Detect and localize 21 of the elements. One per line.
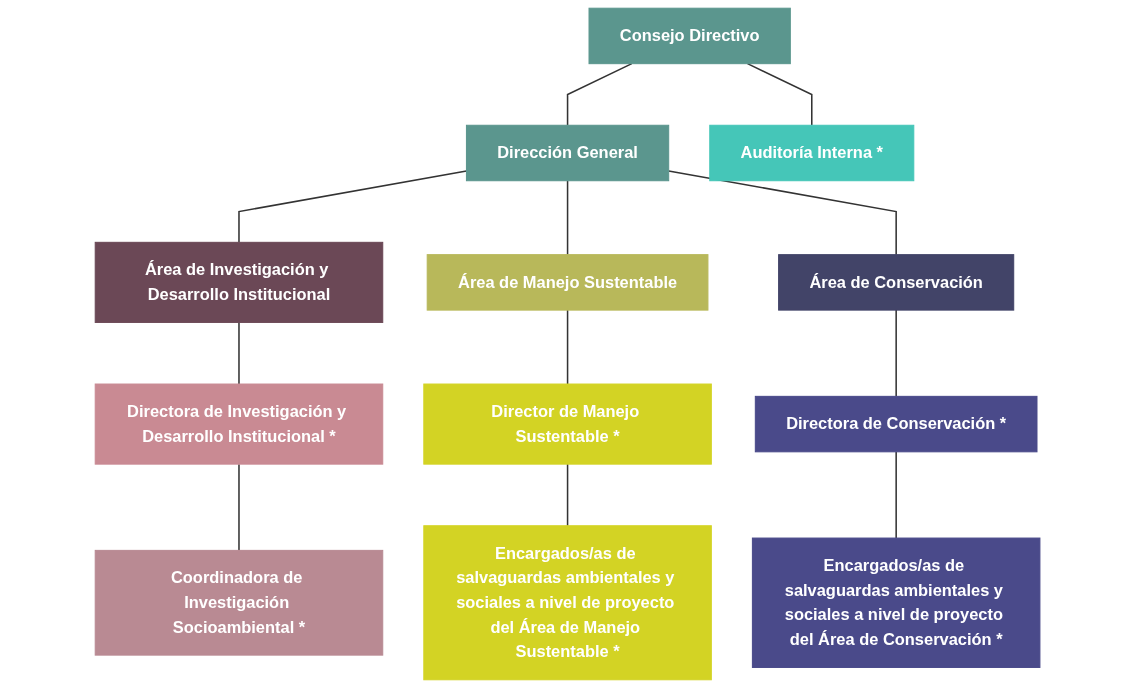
- node-box: Área de Conservación: [778, 254, 1015, 311]
- node-box: Encargados/as de salvaguardas ambientales y sociales a nivel de proyecto del Área de Manejo Sustentable *: [423, 525, 712, 681]
- connector: [566, 463, 569, 527]
- connector: [238, 321, 240, 385]
- node-box: Encargados/as de salvaguardas ambientales y sociales a nivel de proyecto del Área de Conservación *: [751, 537, 1041, 668]
- node-box: Área de Manejo Sustentable: [426, 254, 709, 311]
- node-box: Consejo Directivo: [588, 7, 791, 65]
- node-box: Área de Investigación y Desarrollo Institucional: [94, 241, 384, 323]
- connector: [566, 62, 633, 127]
- connector: [895, 309, 897, 398]
- node-box: Directora de Conservación *: [754, 395, 1038, 453]
- connector: [238, 463, 240, 552]
- node-box: Auditoría Interna *: [709, 124, 915, 182]
- node-box: Coordinadora de Investigación Socioambiental *: [94, 549, 384, 656]
- connector: [895, 451, 897, 539]
- node-box: Director de Manejo Sustentable *: [423, 383, 712, 465]
- connector: [746, 62, 813, 127]
- connector: [566, 179, 569, 256]
- connector: [566, 309, 569, 385]
- node-box: Dirección General: [465, 124, 670, 182]
- node-box: Directora de Investigación y Desarrollo Institucional *: [94, 383, 384, 465]
